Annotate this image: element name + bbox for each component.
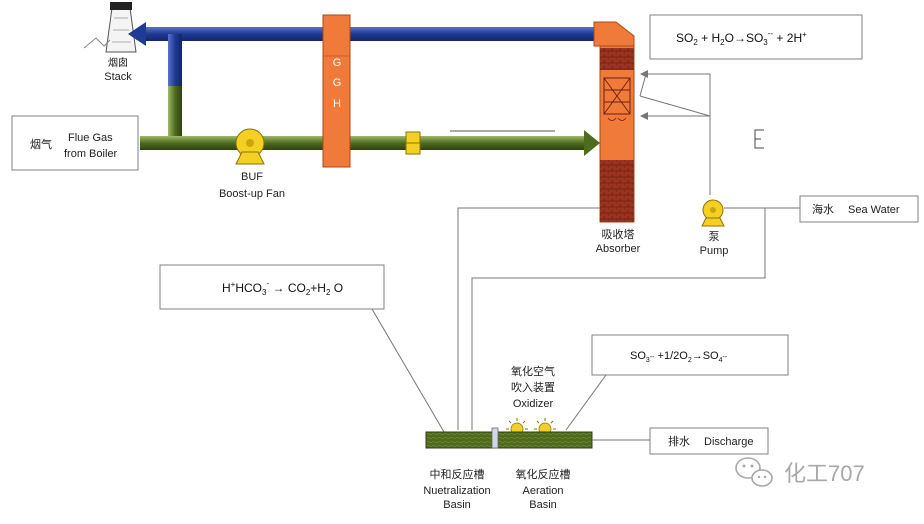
wechat-icon [735,457,773,487]
basins [425,427,650,449]
fan-label-en: Boost-up Fan [219,188,285,200]
reaction-oxid-pointer [565,374,607,431]
sea-water-box [799,195,919,223]
absorber-label-en: Absorber [596,243,641,255]
sea-water-spray-lines [639,70,711,195]
sea-water-label-cn: 海水 [812,202,834,216]
boost-up-fan [235,128,265,165]
reaction-box-mid [159,264,385,310]
clean-gas-pipe [128,22,608,138]
reaction-box-top [649,14,863,60]
reaction-mid-pointer [371,308,445,433]
stack-label-en: Stack [104,71,132,83]
oxidizer-label-en: Oxidizer [513,398,554,410]
aeration-basin-label-en-1: Aeration [523,485,564,497]
fan-label-abbr: BUF [241,171,263,183]
discharge-box [649,427,769,455]
neutral-basin-label-en-2: Basin [443,499,471,511]
reaction-oxid-equation: SO3-- +1/2O2→SO4-- [630,350,728,364]
ggh-letter-2: G [333,77,342,89]
flue-gas-label-en-2: from Boiler [64,148,118,160]
stack-label-cn: 烟囱 [108,56,128,69]
pump [701,199,725,227]
aeration-basin-label-en-2: Basin [529,499,557,511]
discharge-label-en: Discharge [704,436,754,448]
bracket-marker [754,129,764,149]
ggh-heat-exchanger [322,14,351,168]
reaction-mid-equation: H+HCO3- → CO2+H2 O [222,279,343,297]
pump-label-en: Pump [700,245,729,257]
stack [83,2,153,53]
ggh-letter-1: G [333,57,342,69]
absorber-label-cn: 吸收塔 [602,227,635,241]
basin-feed-lines [457,207,766,430]
reaction-top-equation: SO2 + H2O→SO3-- + 2H+ [676,29,807,47]
reaction-box-oxid [591,334,789,376]
ggh-letter-3: H [333,98,341,110]
watermark-text: 化工707 [784,461,865,486]
flue-gas-label-cn: 烟气 [30,137,52,151]
oxidizer-label-cn-2: 吹入装置 [511,381,555,394]
discharge-label-cn: 排水 [668,434,690,448]
pump-label-cn: 泵 [709,230,720,243]
aeration-basin-label-cn: 氧化反应槽 [516,467,571,481]
neutral-basin-label-en-1: Nuetralization [423,485,490,497]
oxidizer-label-cn-1: 氧化空气 [511,364,555,378]
flue-gas-box [11,115,139,171]
absorber-tower [593,21,635,223]
flue-gas-pipe [140,130,600,156]
sea-water-label-en: Sea Water [848,204,900,216]
neutral-basin-label-cn: 中和反应槽 [430,467,485,481]
flue-gas-label-en-1: Flue Gas [68,132,113,144]
